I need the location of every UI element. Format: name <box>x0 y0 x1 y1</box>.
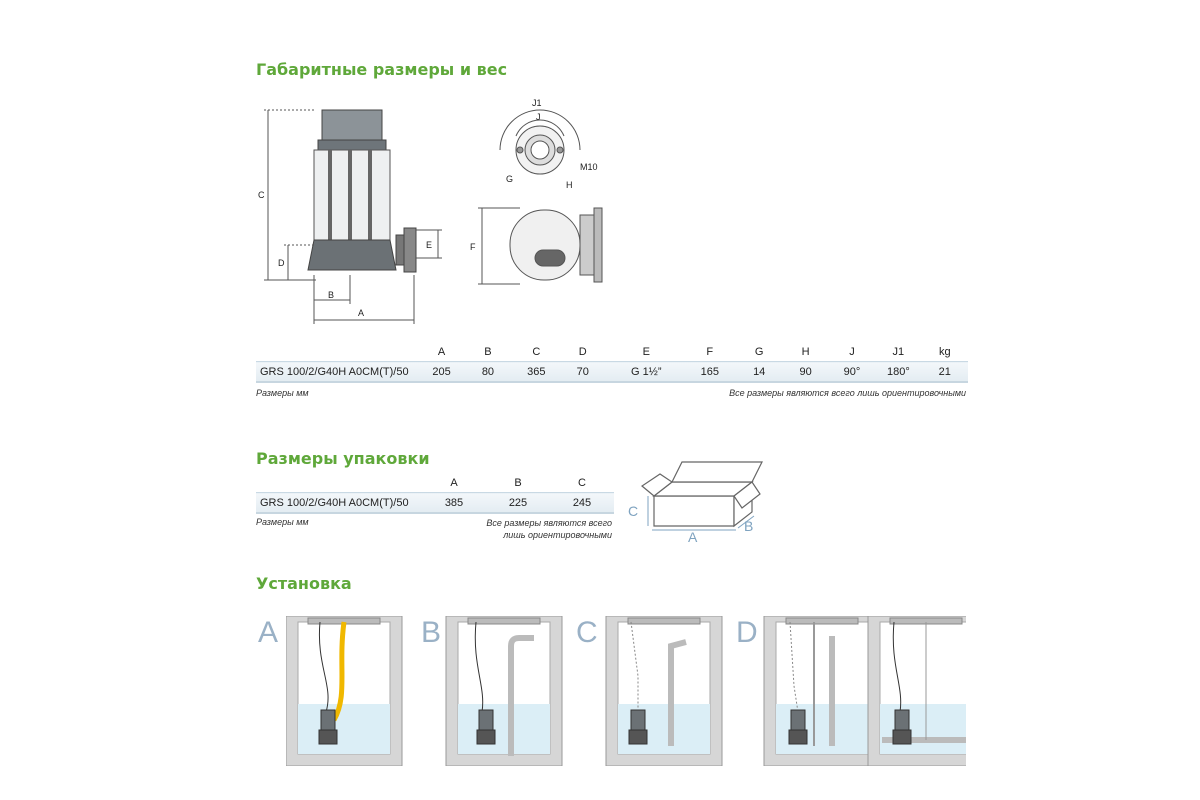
table-cell: 385 <box>422 492 486 514</box>
installation-option-d-label: D <box>736 616 758 649</box>
table-cell: 14 <box>736 361 783 383</box>
dimensions-heading: Габаритные размеры и вес <box>256 60 508 79</box>
installation-option-a-label: A <box>258 616 279 649</box>
header-cell: C <box>550 474 614 493</box>
installation-pit-d1 <box>763 616 881 766</box>
table-cell: 90 <box>782 361 829 383</box>
header-cell: G <box>736 343 783 362</box>
table-cell: G 1½” <box>608 361 684 383</box>
header-cell: B <box>486 474 550 493</box>
dim-label-j: J <box>536 112 541 122</box>
dim-label-g: G <box>506 174 513 184</box>
header-cell: B <box>459 343 517 362</box>
packaging-table-header: A B C <box>256 474 614 493</box>
table-cell: 90° <box>828 361 876 383</box>
packaging-unit-note: Размеры мм <box>256 517 309 527</box>
box-label-c: C <box>628 503 638 519</box>
header-cell: H <box>782 343 829 362</box>
dim-label-m10: M10 <box>580 162 598 172</box>
table-cell: 21 <box>921 361 968 383</box>
dim-label-b: B <box>328 290 334 300</box>
installation-pit-d2 <box>867 616 966 766</box>
header-cell <box>256 343 424 362</box>
header-cell: J1 <box>875 343 922 362</box>
dim-label-f: F <box>470 242 476 252</box>
header-cell: kg <box>921 343 968 362</box>
installation-pit-c <box>605 616 723 766</box>
dimensions-table-header: A B C D E F G H J J1 kg <box>256 343 968 362</box>
header-cell: C <box>516 343 557 362</box>
dimensions-table: A B C D E F G H J J1 kg GRS 100/2/G40H A… <box>256 343 968 383</box>
table-cell: 365 <box>516 361 557 383</box>
table-cell: 165 <box>683 361 736 383</box>
header-cell: F <box>683 343 736 362</box>
pump-dimension-drawing: C D B A E F G H J J1 M10 <box>258 98 603 324</box>
dim-label-j1: J1 <box>532 98 542 108</box>
installation-pit-b <box>445 616 563 766</box>
table-cell: 80 <box>459 361 517 383</box>
table-cell: 70 <box>556 361 609 383</box>
table-cell: 245 <box>550 492 614 514</box>
table-cell: 225 <box>486 492 550 514</box>
table-cell: 180° <box>875 361 922 383</box>
box-label-a: A <box>688 529 698 545</box>
installation-diagrams <box>286 616 966 766</box>
header-cell: J <box>828 343 876 362</box>
header-cell: A <box>423 343 460 362</box>
dim-label-d: D <box>278 258 285 268</box>
header-cell <box>256 474 422 493</box>
dim-label-c: C <box>258 190 265 200</box>
dim-label-h: H <box>566 180 573 190</box>
box-label-b: B <box>744 518 753 534</box>
dimensions-unit-note: Размеры мм <box>256 388 309 398</box>
installation-pit-a <box>286 616 403 766</box>
dimensions-disclaimer: Все размеры являются всего лишь ориентир… <box>729 388 966 398</box>
dim-label-a: A <box>358 308 364 318</box>
packaging-table: A B C GRS 100/2/G40H A0CM(T)/50 385 225 … <box>256 474 614 514</box>
header-cell: E <box>608 343 684 362</box>
packaging-disclaimer-line2: лишь ориентировочными <box>503 530 612 540</box>
packaging-disclaimer: Все размеры являются всего лишь ориентир… <box>440 517 612 541</box>
packaging-box-illustration: A B C <box>628 461 763 545</box>
dim-label-e: E <box>426 240 432 250</box>
installation-heading: Установка <box>256 574 352 593</box>
pump-motor-top <box>321 109 383 143</box>
installation-option-c-label: C <box>576 616 598 649</box>
table-row: GRS 100/2/G40H A0CM(T)/50 205 80 365 70 … <box>256 361 968 383</box>
model-cell: GRS 100/2/G40H A0CM(T)/50 <box>256 492 422 514</box>
model-cell: GRS 100/2/G40H A0CM(T)/50 <box>256 361 424 383</box>
table-cell: 205 <box>423 361 460 383</box>
header-cell: A <box>422 474 486 493</box>
header-cell: D <box>556 343 609 362</box>
table-row: GRS 100/2/G40H A0CM(T)/50 385 225 245 <box>256 492 614 514</box>
packaging-heading: Размеры упаковки <box>256 449 430 468</box>
installation-option-b-label: B <box>421 616 442 649</box>
packaging-disclaimer-line1: Все размеры являются всего <box>486 518 612 528</box>
